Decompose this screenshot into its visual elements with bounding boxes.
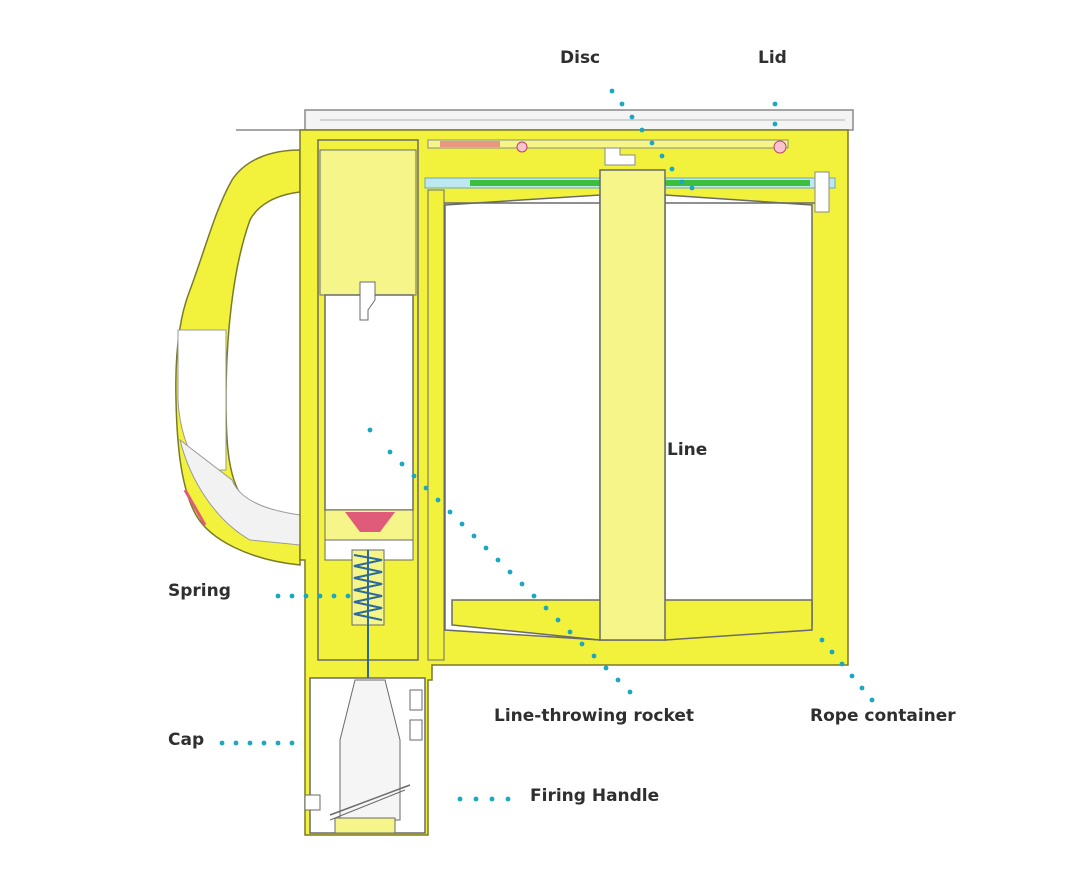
label-line: Line bbox=[667, 440, 708, 460]
label-line-throwing-rocket: Line-throwing rocket bbox=[494, 706, 695, 726]
line-column bbox=[599, 169, 666, 641]
label-disc: Disc bbox=[560, 48, 601, 68]
label-firing-handle: Firing Handle bbox=[530, 786, 660, 806]
lid-mechanism bbox=[427, 139, 789, 166]
leader-dots bbox=[219, 88, 875, 802]
lid bbox=[236, 109, 854, 131]
rope-container bbox=[427, 189, 815, 661]
label-spring: Spring bbox=[168, 581, 231, 601]
label-lid: Lid bbox=[758, 48, 787, 68]
handle bbox=[175, 149, 301, 566]
cap-housing bbox=[304, 677, 426, 834]
label-cap: Cap bbox=[168, 730, 205, 750]
label-rope-container: Rope container bbox=[810, 706, 956, 726]
